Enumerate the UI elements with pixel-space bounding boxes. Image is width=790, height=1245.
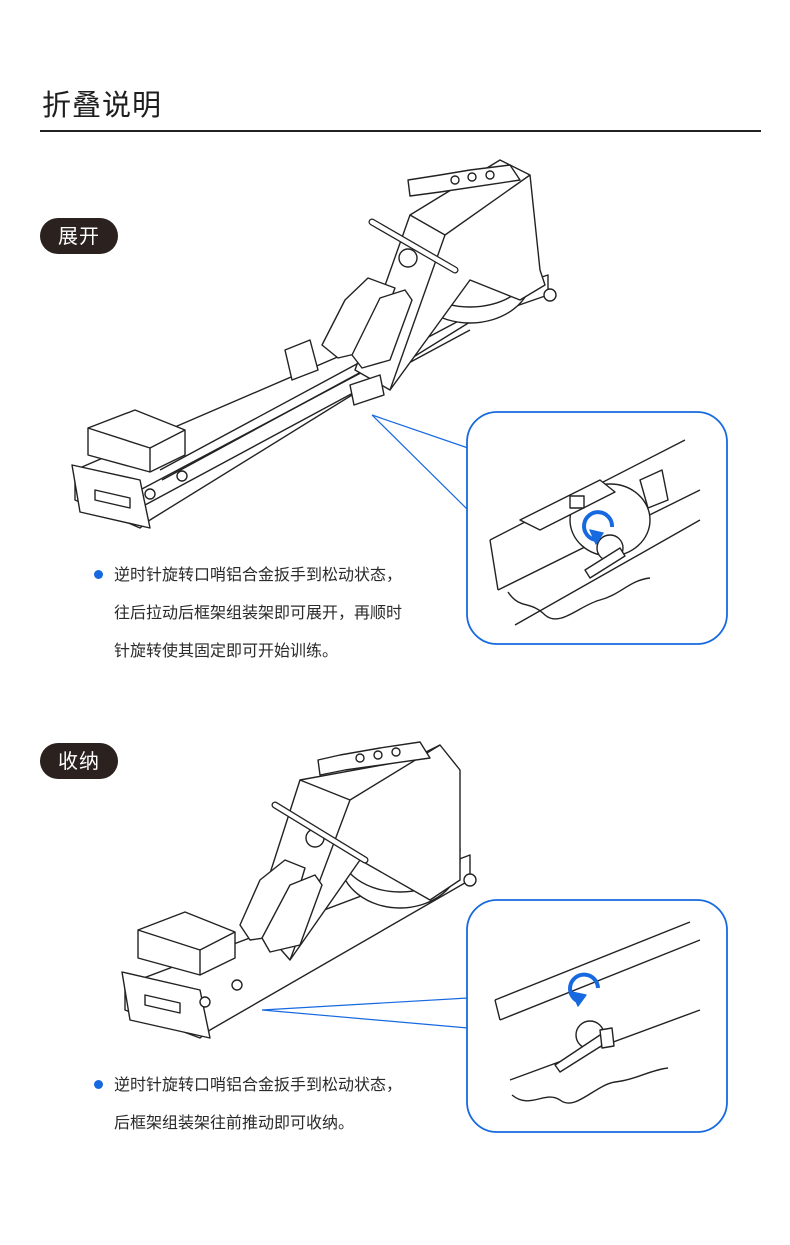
unfold-line-3: 针旋转使其固定即可开始训练。 bbox=[114, 641, 339, 660]
unfold-label: 展开 bbox=[40, 218, 118, 254]
store-instructions: 逆时针旋转口哨铝合金扳手到松动状态， 后框架组装架往前推动即可收纳。 bbox=[94, 1066, 403, 1142]
title-divider bbox=[40, 130, 761, 132]
unfold-detail-illustration bbox=[489, 439, 701, 626]
store-line-1: 逆时针旋转口哨铝合金扳手到松动状态， bbox=[114, 1075, 403, 1094]
unfold-line-2: 往后拉动后框架组装架即可展开，再顺时 bbox=[114, 603, 403, 622]
unfold-rower-illustration bbox=[71, 159, 728, 645]
store-detail-illustration bbox=[494, 921, 701, 1104]
bullet-icon bbox=[94, 1080, 103, 1089]
page-title: 折叠说明 bbox=[42, 88, 163, 122]
unfold-line-1: 逆时针旋转口哨铝合金扳手到松动状态， bbox=[114, 565, 403, 584]
store-label: 收纳 bbox=[40, 743, 118, 779]
bullet-icon bbox=[94, 570, 103, 579]
unfold-instructions: 逆时针旋转口哨铝合金扳手到松动状态， 往后拉动后框架组装架即可展开，再顺时 针旋… bbox=[94, 556, 403, 670]
store-line-2: 后框架组装架往前推动即可收纳。 bbox=[114, 1113, 355, 1132]
